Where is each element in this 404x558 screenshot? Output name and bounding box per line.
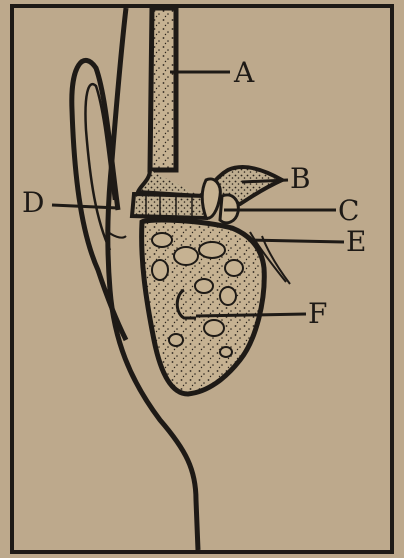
label-b: B <box>290 162 311 195</box>
label-f: F <box>308 297 327 330</box>
horizontal-canal <box>132 194 206 218</box>
label-d: D <box>22 186 44 219</box>
label-e: E <box>346 225 366 258</box>
leader-e <box>248 240 344 242</box>
ossicle <box>202 179 220 218</box>
leader-f <box>196 314 306 316</box>
leader-b <box>242 180 288 182</box>
label-c: C <box>338 194 359 227</box>
label-a: A <box>233 56 255 89</box>
vertical-canal <box>150 8 176 170</box>
